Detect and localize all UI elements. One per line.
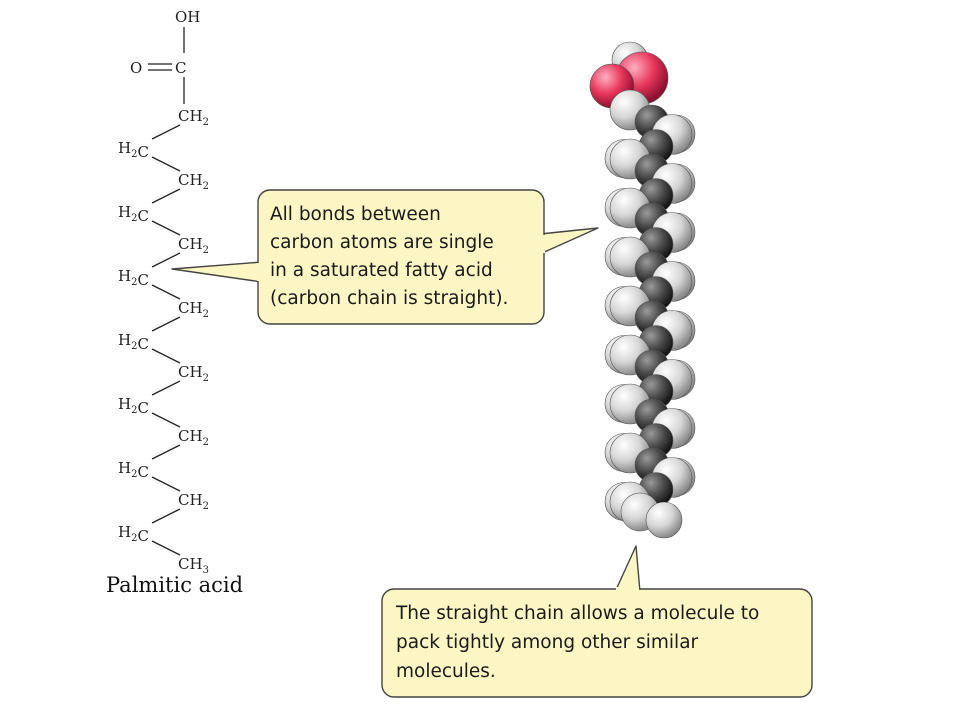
right-group-label: CH3 bbox=[178, 555, 209, 576]
right-group-label: CH2 bbox=[178, 107, 209, 128]
hydroxyl-label: OH bbox=[175, 8, 200, 26]
right-group-label: CH2 bbox=[178, 427, 209, 448]
callout-straight-chain: The straight chain allows a molecule to … bbox=[381, 545, 813, 698]
left-group-label: H2C bbox=[118, 203, 149, 225]
carbon-carbon-bond bbox=[151, 124, 181, 140]
callout-straight-chain-line-1: The straight chain allows a molecule to bbox=[395, 603, 759, 624]
carbon-carbon-bond bbox=[151, 476, 181, 492]
left-methylene-groups: H2C H2C H2C H2C H2C H2C H2C bbox=[118, 139, 149, 545]
callout-single-bonds: All bonds between carbon atoms are singl… bbox=[171, 189, 599, 325]
carbon-carbon-bond bbox=[151, 284, 181, 300]
callout-single-bonds-pointer-right bbox=[539, 227, 599, 255]
space-filling-model bbox=[589, 41, 696, 539]
left-group-label: H2C bbox=[118, 267, 149, 289]
callout-straight-chain-pointer bbox=[614, 545, 641, 593]
carboxyl-carbon-label: C bbox=[175, 59, 186, 77]
left-group-label: H2C bbox=[118, 139, 149, 161]
carbon-carbon-bond bbox=[151, 156, 181, 172]
carbon-carbon-bond bbox=[151, 444, 181, 460]
right-group-label: CH2 bbox=[178, 171, 209, 192]
left-group-label: H2C bbox=[118, 331, 149, 353]
callout-single-bonds-line-2: carbon atoms are single bbox=[270, 232, 494, 253]
right-group-label: CH2 bbox=[178, 491, 209, 512]
carbonyl-oxygen-label: O bbox=[130, 59, 142, 77]
callout-single-bonds-line-3: in a saturated fatty acid bbox=[270, 260, 493, 281]
callout-straight-chain-box bbox=[381, 588, 813, 698]
left-group-label: H2C bbox=[118, 523, 149, 545]
carbon-carbon-bond bbox=[151, 252, 181, 268]
left-group-label: H2C bbox=[118, 459, 149, 481]
right-group-label: CH2 bbox=[178, 299, 209, 320]
carbon-carbon-bond bbox=[151, 412, 181, 428]
carbon-carbon-bond bbox=[151, 348, 181, 364]
callout-single-bonds-pointer-left bbox=[171, 261, 263, 283]
molecule-name: Palmitic acid bbox=[106, 573, 243, 597]
hydrogen-atom-sphere bbox=[645, 501, 683, 539]
carbon-chain-zigzag bbox=[151, 124, 181, 556]
left-group-label: H2C bbox=[118, 395, 149, 417]
right-group-label: CH2 bbox=[178, 363, 209, 384]
carbon-carbon-bond bbox=[151, 540, 181, 556]
carbon-carbon-bond bbox=[151, 316, 181, 332]
carbon-carbon-bond bbox=[151, 380, 181, 396]
callout-single-bonds-line-4: (carbon chain is straight). bbox=[270, 288, 508, 309]
callout-single-bonds-box bbox=[257, 189, 545, 325]
carbon-carbon-bond bbox=[151, 220, 181, 236]
right-group-label: CH2 bbox=[178, 235, 209, 256]
carbon-carbon-bond bbox=[151, 188, 181, 204]
carbon-carbon-bond bbox=[151, 508, 181, 524]
callout-straight-chain-line-3: molecules. bbox=[396, 661, 496, 682]
callout-single-bonds-line-1: All bonds between bbox=[270, 204, 441, 225]
callout-straight-chain-line-2: pack tightly among other similar bbox=[396, 632, 699, 653]
